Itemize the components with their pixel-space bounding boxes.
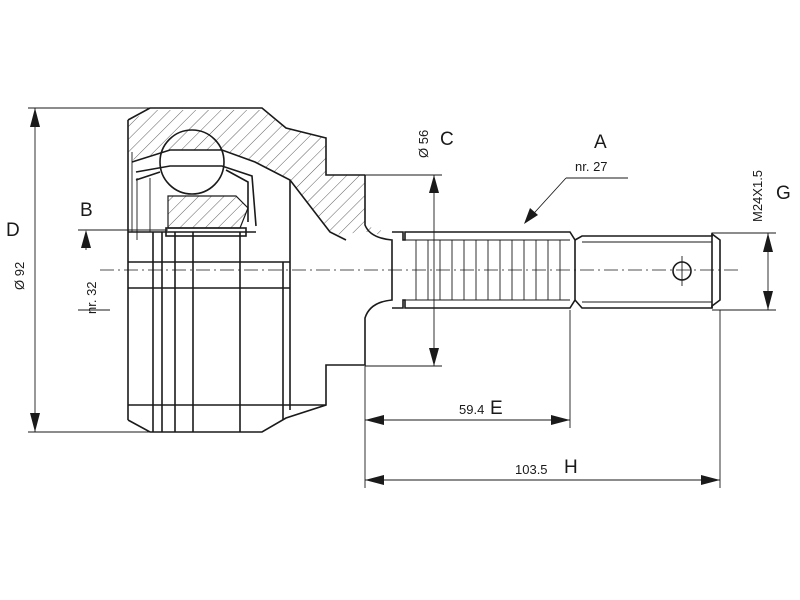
value-dia-56: Ø 56	[416, 130, 431, 158]
label-a: A	[594, 132, 607, 153]
arrow-d-bottom	[30, 413, 40, 432]
arrow-b	[81, 230, 91, 248]
label-d: D	[6, 220, 20, 241]
value-thread: M24X1.5	[750, 170, 765, 222]
label-e: E	[490, 398, 503, 419]
label-c: C	[440, 129, 454, 150]
housing-profile-line	[131, 152, 151, 240]
value-nr-27: nr. 27	[575, 159, 608, 174]
label-h: H	[564, 457, 578, 478]
value-nr-32: nr. 32	[84, 281, 99, 314]
value-len-h: 103.5	[515, 462, 548, 477]
value-len-e: 59.4	[459, 402, 484, 417]
label-g: G	[776, 183, 791, 204]
arrow-g-top	[763, 233, 773, 252]
inner-race-box	[165, 227, 247, 237]
dimension-b: B nr. 32	[78, 200, 168, 314]
inner-race-hatch	[167, 195, 249, 229]
thread-end	[574, 232, 721, 309]
bell-housing	[127, 107, 393, 433]
arrow-c-bottom	[429, 348, 439, 366]
ball	[159, 129, 225, 195]
dimension-c: C Ø 56	[365, 129, 454, 367]
arrow-h-right	[701, 475, 720, 485]
arrow-a	[524, 208, 538, 224]
dimension-g: G M24X1.5	[712, 170, 791, 311]
spline-outline	[392, 231, 576, 309]
value-dia-92: Ø 92	[12, 262, 27, 290]
cage-outline	[135, 165, 257, 227]
arrow-h-left	[365, 475, 384, 485]
arrow-g-bottom	[763, 291, 773, 310]
arrow-e-left	[365, 415, 384, 425]
arrow-e-right	[551, 415, 570, 425]
dimension-e: 59.4 E	[364, 310, 571, 488]
dimension-a: A nr. 27	[524, 132, 628, 224]
dimension-h: 103.5 H	[365, 310, 721, 488]
spline-teeth	[405, 239, 570, 301]
arrow-d-top	[30, 108, 40, 127]
output-shaft	[392, 231, 721, 309]
dimension-d: D Ø 92	[6, 107, 150, 433]
housing-inner-cavity	[131, 149, 347, 241]
arrow-c-top	[429, 175, 439, 193]
label-b: B	[80, 200, 93, 221]
